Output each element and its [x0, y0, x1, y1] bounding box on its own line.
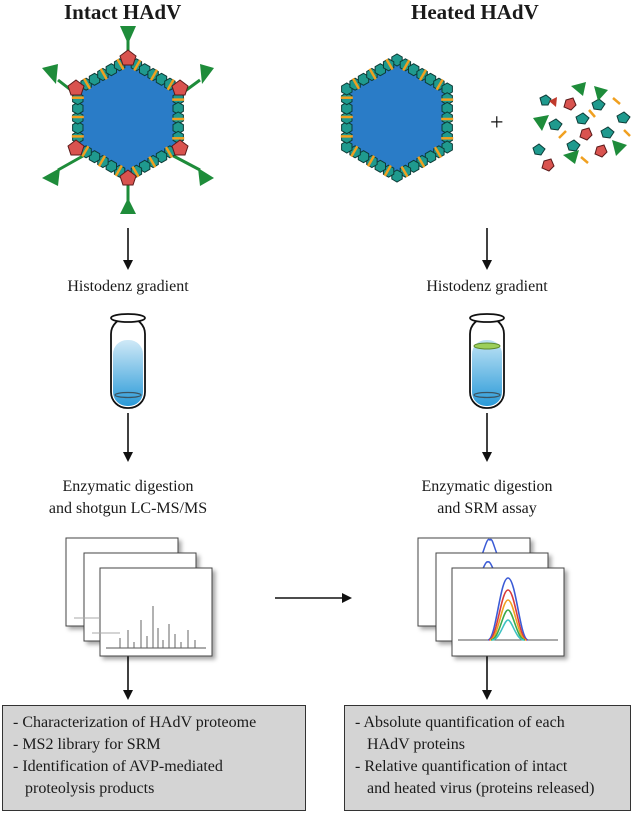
hexon-unit	[424, 150, 437, 164]
minor-protein	[350, 145, 359, 158]
minor-protein	[383, 164, 392, 177]
left-result-item: - MS2 library for SRM	[13, 736, 161, 753]
left-gradient-tube	[110, 313, 146, 409]
minor-protein	[402, 59, 411, 72]
minor-protein	[131, 165, 140, 178]
minor-protein	[148, 156, 157, 168]
left-step-digestion-line2: and shotgun LC-MS/MS	[48, 500, 208, 517]
right-result-item: and heated virus (proteins released)	[367, 780, 595, 797]
left-results-box: - Characterization of HAdV proteome - MS…	[2, 705, 306, 811]
hexon-unit	[155, 150, 168, 164]
minor-protein	[417, 156, 426, 168]
left-step-digestion-line1: Enzymatic digestion	[62, 478, 194, 495]
hexon-unit	[408, 63, 420, 77]
hexon-unit	[341, 121, 353, 135]
minor-protein	[149, 69, 159, 81]
minor-protein	[351, 77, 361, 90]
hexon-unit	[72, 121, 84, 135]
minor-protein	[433, 146, 443, 159]
hexon-unit	[72, 101, 84, 115]
released-proteins-illustration	[532, 82, 631, 172]
right-result-item: - Relative quantification of intact	[355, 758, 568, 775]
left-step-histodenz: Histodenz gradient	[0, 276, 256, 298]
right-result-item: HAdV proteins	[367, 736, 465, 753]
heated-virus-illustration	[340, 53, 454, 183]
left-result-item: - Identification of AVP-mediated	[13, 758, 223, 775]
right-result-item: - Absolute quantification of each	[355, 714, 565, 731]
hexon-unit	[155, 72, 168, 86]
minor-protein	[400, 165, 409, 178]
right-results-box: - Absolute quantification of each HAdV p…	[344, 705, 631, 811]
srm-chromatogram-stack	[417, 537, 565, 657]
minor-protein	[81, 145, 90, 158]
right-title: Heated HAdV	[411, 0, 539, 24]
minor-protein	[166, 78, 175, 91]
plus-sign: +	[490, 110, 504, 136]
minor-protein	[114, 164, 123, 177]
right-gradient-tube	[469, 313, 505, 409]
hexon-unit	[391, 53, 403, 67]
minor-protein	[164, 146, 174, 159]
hexon-unit	[341, 140, 353, 154]
flow-arrows	[123, 228, 492, 700]
hexon-unit	[424, 72, 437, 86]
left-result-item: proteolysis products	[25, 780, 155, 797]
minor-protein	[385, 58, 394, 71]
minor-protein	[133, 59, 142, 72]
minor-protein	[366, 155, 376, 167]
minor-protein	[82, 77, 92, 90]
hexon-unit	[139, 63, 151, 77]
minor-protein	[97, 155, 107, 167]
left-result-item: - Characterization of HAdV proteome	[13, 714, 257, 731]
hexon-unit	[341, 101, 353, 115]
right-step-digestion-line1: Enzymatic digestion	[421, 478, 553, 495]
minor-protein	[418, 69, 428, 81]
left-step-histodenz-label: Histodenz gradient	[67, 278, 189, 295]
minor-protein	[99, 68, 108, 80]
right-step-histodenz: Histodenz gradient	[359, 276, 615, 298]
right-step-digestion: Enzymatic digestion and SRM assay	[359, 476, 615, 520]
left-title: Intact HAdV	[64, 0, 182, 24]
minor-protein	[435, 78, 444, 91]
left-step-digestion: Enzymatic digestion and shotgun LC-MS/MS	[0, 476, 256, 520]
minor-protein	[116, 58, 125, 71]
right-step-digestion-line2: and SRM assay	[437, 500, 537, 517]
minor-protein	[368, 68, 377, 80]
ms-spectra-stack	[65, 537, 213, 657]
intact-virus-illustration	[42, 26, 214, 214]
right-step-histodenz-label: Histodenz gradient	[426, 278, 548, 295]
